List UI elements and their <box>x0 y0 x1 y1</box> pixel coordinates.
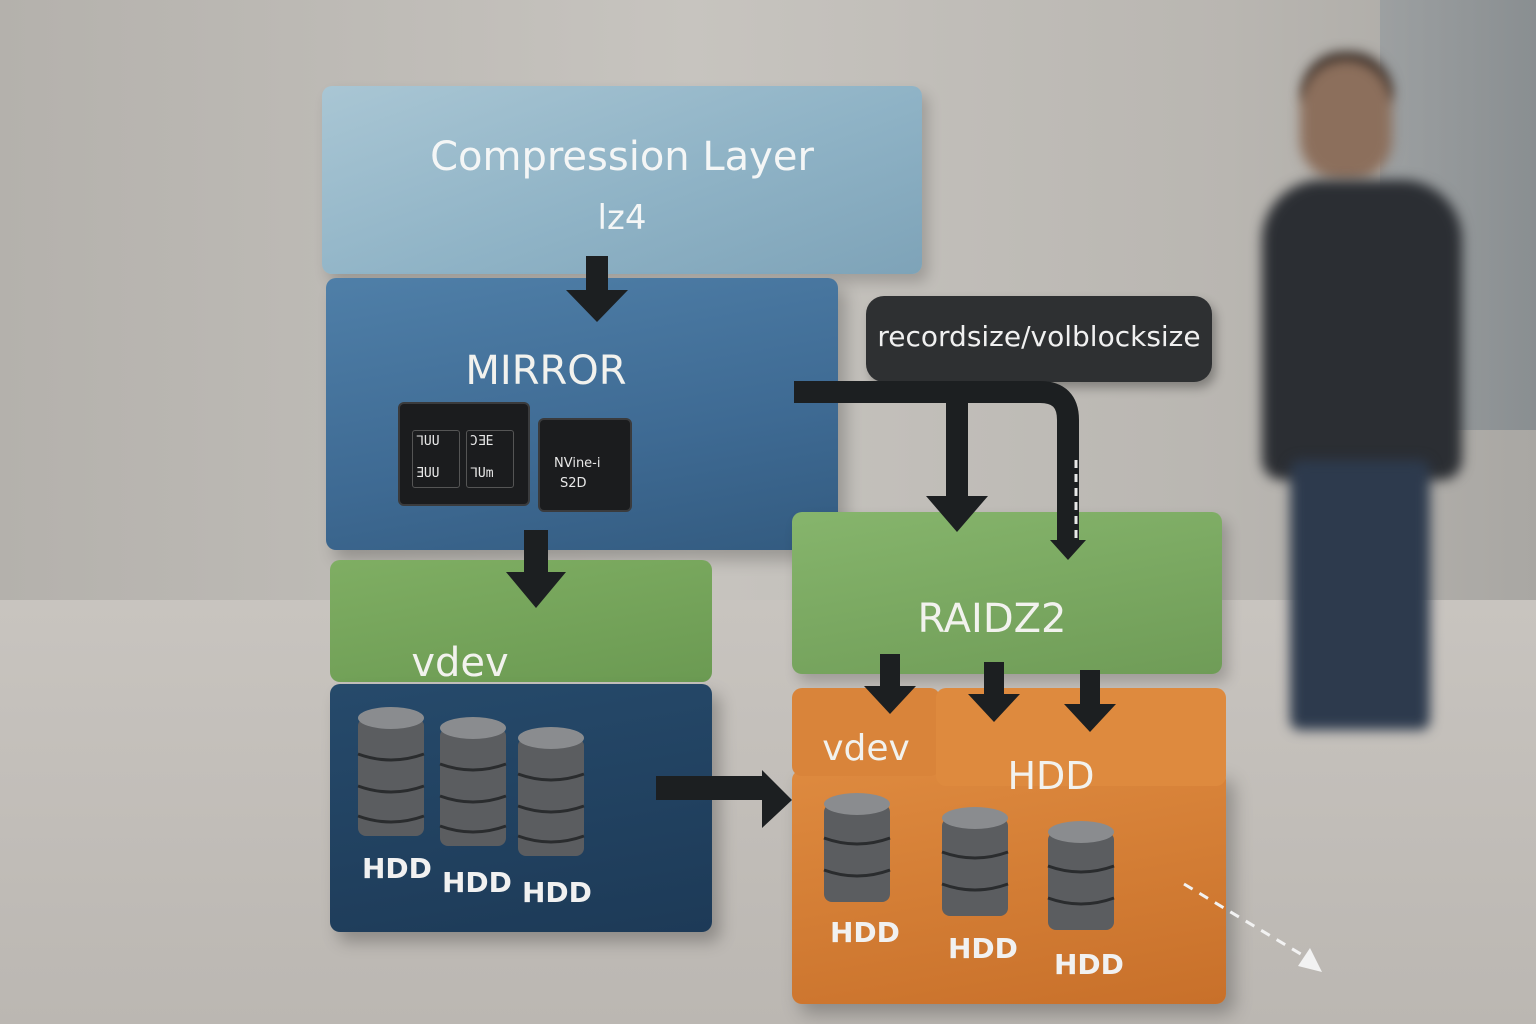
nvme-chip: NVine-i S2D <box>538 418 632 512</box>
mirror-title: MIRROR <box>465 348 627 394</box>
mirror-to-raidz2-arrow <box>794 381 1086 560</box>
left-vdev-body: HDD HDD HDD <box>330 684 712 932</box>
mirror-block: MIRROR ᒣUU ƆƎE ƎUU ᒣUm NVine-i S2D <box>326 278 838 550</box>
right-hdd-label-2: HDD <box>948 932 1018 965</box>
chip1-text-b: ƆƎE <box>470 434 494 449</box>
hdd-disk-icon <box>823 793 891 902</box>
right-vdev-label-block: vdev <box>792 688 940 776</box>
left-hdd-label-2: HDD <box>442 866 512 899</box>
mirror-to-vdev-arrow <box>506 530 566 608</box>
chip1-text-a: ᒣUU <box>416 434 440 449</box>
right-hdd-block-label: HDD <box>1007 754 1095 798</box>
compression-layer-title: Compression Layer <box>430 134 814 180</box>
hdd-disk-icon <box>439 717 507 846</box>
raidz2-block: RAIDZ2 <box>792 512 1222 674</box>
ssd-chip-1: ᒣUU ƆƎE ƎUU ᒣUm <box>398 402 530 506</box>
person-torso <box>1262 180 1462 480</box>
recordsize-callout-text: recordsize/volblocksize <box>877 320 1201 353</box>
person-head <box>1300 60 1392 180</box>
dashed-outflow-arrow <box>1183 882 1322 972</box>
person-legs <box>1290 460 1430 730</box>
chip1-text-c: ƎUU <box>416 466 440 481</box>
left-vdev-title: vdev <box>411 640 509 686</box>
vdev-to-vdev-arrow <box>656 770 792 828</box>
chip1-text-d: ᒣUm <box>470 466 494 481</box>
nvme-chip-line2: S2D <box>560 476 587 491</box>
right-vdev-label: vdev <box>822 728 910 769</box>
right-vdev-body: HDD HDD HDD <box>792 770 1226 1004</box>
right-hdd-label-1: HDD <box>830 916 900 949</box>
compression-algorithm: lz4 <box>597 198 647 238</box>
left-hdd-label-3: HDD <box>522 876 592 909</box>
compression-to-mirror-arrow <box>566 256 628 322</box>
hdd-disk-icon <box>1047 821 1115 930</box>
raidz2-to-disks-arrows <box>864 654 1116 732</box>
hdd-disk-icon <box>357 707 425 836</box>
nvme-chip-line1: NVine-i <box>554 456 601 471</box>
hdd-disk-icon <box>941 807 1009 916</box>
right-hdd-label-3: HDD <box>1054 948 1124 981</box>
hdd-disk-icon <box>517 727 585 856</box>
left-hdd-label-1: HDD <box>362 852 432 885</box>
compression-layer-block: Compression Layer lz4 <box>322 86 922 274</box>
recordsize-callout: recordsize/volblocksize <box>866 296 1212 382</box>
raidz2-title: RAIDZ2 <box>917 596 1067 642</box>
